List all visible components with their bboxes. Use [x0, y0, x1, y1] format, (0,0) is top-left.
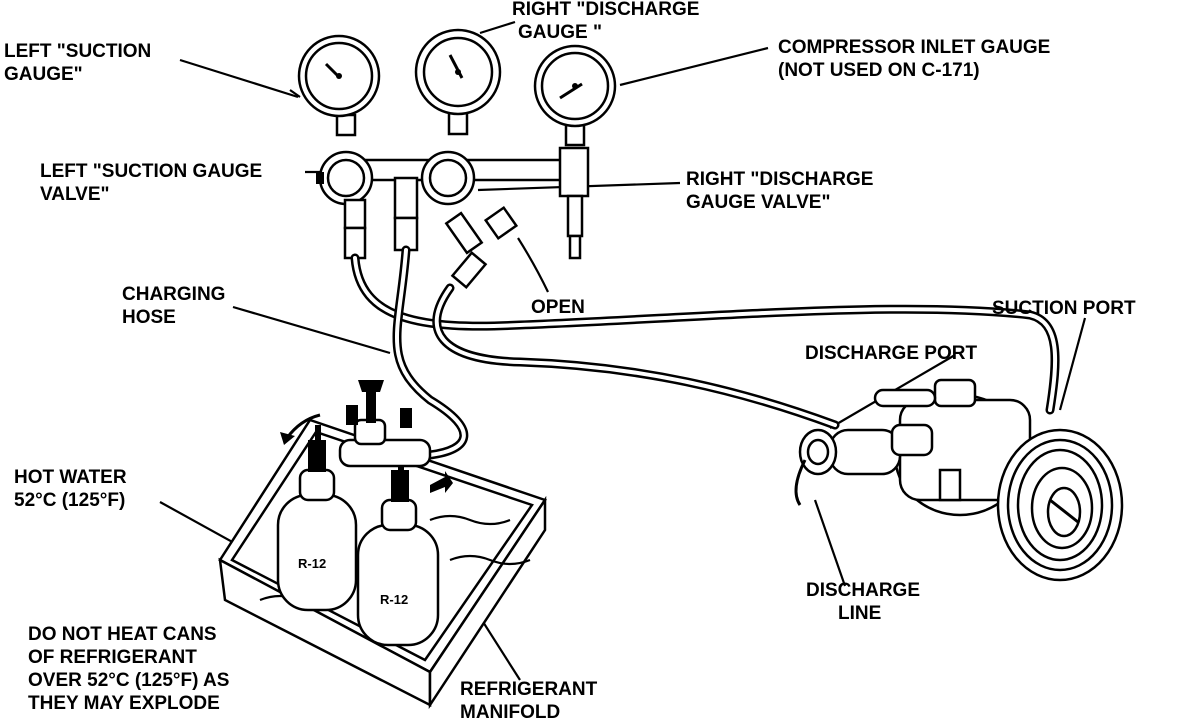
- gauge-manifold: [316, 146, 590, 290]
- label-right-discharge-gauge-valve: RIGHT "DISCHARGE GAUGE VALVE": [686, 169, 874, 213]
- label-discharge-port: DISCHARGE PORT: [805, 343, 978, 364]
- label-open: OPEN: [531, 297, 585, 318]
- label-left-suction-gauge-valve: LEFT "SUCTION GAUGE VALVE": [40, 161, 263, 205]
- refrigerant-can-left: R-12: [276, 425, 358, 612]
- label-discharge-line: DISCHARGE LINE: [806, 580, 921, 624]
- label-left-suction-gauge: LEFT "SUCTION GAUGE": [4, 41, 152, 85]
- refrigerant-can-right: R-12: [356, 455, 440, 647]
- label-hot-water: HOT WATER 52°C (125°F): [14, 467, 127, 511]
- can-label-left: R-12: [298, 556, 326, 571]
- right-discharge-gauge: [414, 28, 502, 136]
- refrigerant-manifold: [280, 380, 453, 493]
- label-charging-hose: CHARGING HOSE: [122, 284, 226, 328]
- label-right-discharge-gauge: RIGHT "DISCHARGE GAUGE ": [512, 0, 700, 43]
- hoses: [350, 245, 1060, 460]
- label-compressor-inlet-gauge: COMPRESSOR INLET GAUGE (NOT USED ON C-17…: [778, 37, 1051, 81]
- label-warning: DO NOT HEAT CANS OF REFRIGERANT OVER 52°…: [28, 624, 230, 714]
- can-label-right: R-12: [380, 592, 408, 607]
- compressor: [794, 378, 1124, 582]
- label-suction-port: SUCTION PORT: [992, 298, 1136, 319]
- label-refrigerant-manifold: REFRIGERANT MANIFOLD: [460, 679, 598, 723]
- compressor-inlet-gauge: [533, 44, 617, 147]
- left-suction-gauge: [297, 34, 381, 137]
